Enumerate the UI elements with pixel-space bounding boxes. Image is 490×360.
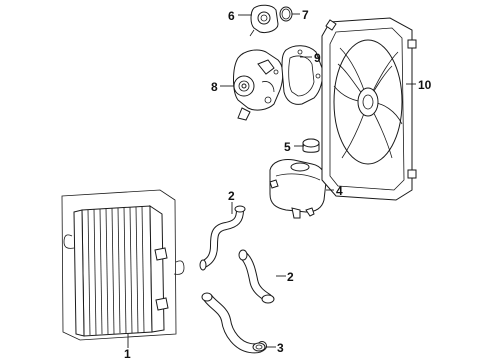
bottom-hose xyxy=(201,292,267,354)
callout-6: 6 xyxy=(228,9,235,23)
cooling-fan-assembly xyxy=(321,17,417,201)
o-ring xyxy=(279,6,293,22)
callout-5: 5 xyxy=(284,140,291,154)
water-pump-gasket xyxy=(281,45,323,105)
callout-7: 7 xyxy=(302,8,309,22)
callout-1: 1 xyxy=(124,347,131,360)
hose-clamp xyxy=(252,342,266,352)
callout-9: 9 xyxy=(314,51,321,65)
callout-10: 10 xyxy=(418,78,432,92)
lower-hose xyxy=(238,249,275,304)
callout-3: 3 xyxy=(277,341,284,355)
upper-hose xyxy=(199,205,246,271)
water-pump xyxy=(233,49,284,121)
callout-8: 8 xyxy=(211,80,218,94)
thermostat-housing xyxy=(249,4,279,37)
radiator xyxy=(61,189,185,341)
leader-lines xyxy=(127,13,416,348)
callout-4: 4 xyxy=(336,184,343,198)
reservoir-cap xyxy=(302,138,320,153)
coolant-reservoir xyxy=(269,159,327,219)
callout-2-upper-hose: 2 xyxy=(228,189,235,203)
callout-2-lower-hose: 2 xyxy=(287,270,294,284)
